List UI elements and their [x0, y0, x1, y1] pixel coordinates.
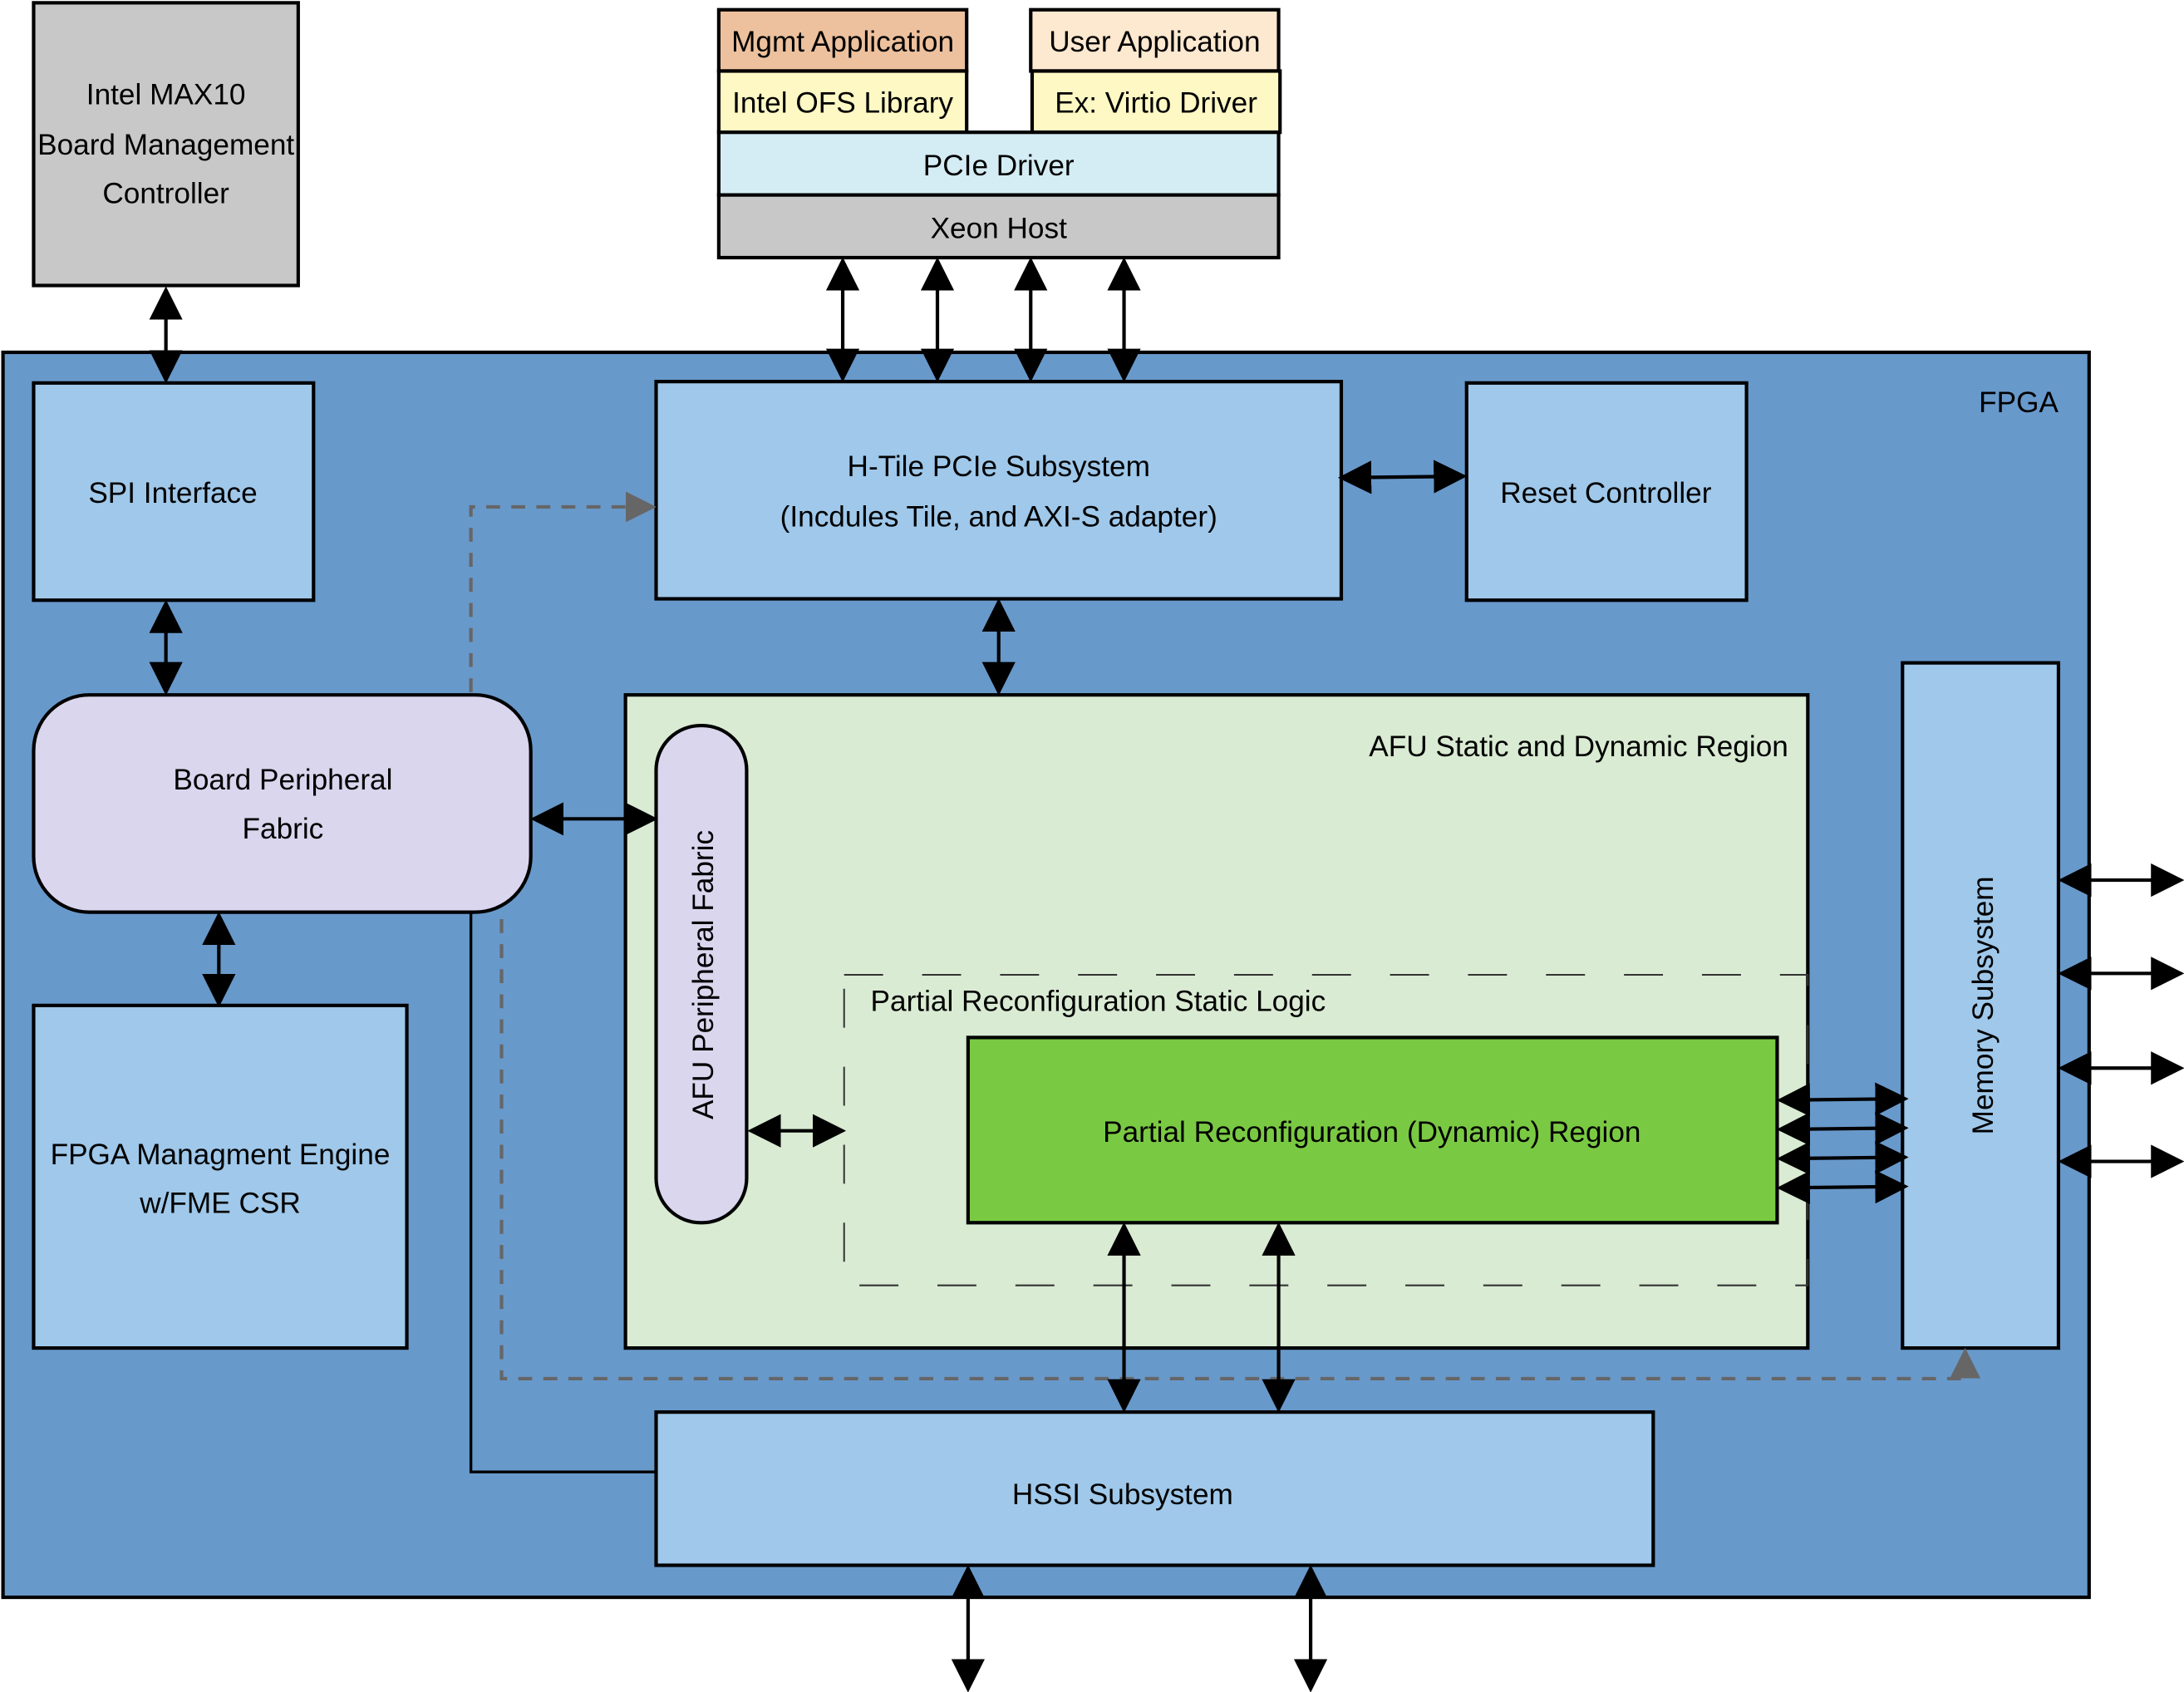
ofs-library: Intel OFS Library: [732, 87, 953, 120]
board-peripheral-fabric-block: [32, 693, 533, 914]
memory-subsystem-block: [1901, 661, 2061, 1350]
max10-line-3: Controller: [102, 178, 229, 210]
pr-dynamic-label: Partial Reconfiguration (Dynamic) Region: [1103, 1116, 1640, 1148]
fme-line-2: w/FME CSR: [139, 1188, 301, 1220]
max10-line-2: Board Management: [37, 129, 294, 161]
pcie-driver: PCIe Driver: [923, 150, 1075, 182]
fme-line-1: FPGA Managment Engine: [51, 1139, 391, 1171]
xeon-host: Xeon Host: [931, 213, 1068, 245]
pr-static-label: Partial Reconfiguration Static Logic: [871, 986, 1326, 1018]
htile-line-2: (Incdules Tile, and AXI-S adapter): [780, 500, 1217, 533]
pr-memory-arrow: [1776, 1111, 1909, 1146]
spi-interface-label: SPI Interface: [88, 477, 257, 509]
pr-memory-arrow: [1776, 1170, 1909, 1205]
pcie-reset-arrow: [1337, 460, 1468, 494]
afu-peripheral-fabric-block: [654, 723, 749, 1225]
afu-region-block: [623, 693, 1810, 1350]
reset-controller-label: Reset Controller: [1500, 477, 1712, 509]
bpf-line-1: Board Peripheral: [173, 764, 392, 796]
pr-memory-arrow: [1776, 1082, 1909, 1117]
virtio-driver: Ex: Virtio Driver: [1055, 87, 1257, 120]
bpf-line-2: Fabric: [243, 813, 324, 845]
bpf-memory-dashed: [499, 918, 1981, 1381]
hssi-subsystem-label: HSSI Subsystem: [1012, 1478, 1233, 1511]
bpf-hssi-line: [469, 912, 657, 1473]
fpga-label: FPGA: [1979, 386, 2059, 419]
afu-region-label: AFU Static and Dynamic Region: [1369, 730, 1788, 763]
fpga-block: FPGA SPI Interface H-Tile PCIe Subsystem…: [1, 350, 2091, 1600]
host-software-stack: Mgmt Application Intel OFS Library User …: [716, 7, 1282, 260]
reset-controller-block: [1464, 381, 1749, 603]
hssi-subsystem-block: [654, 1410, 1655, 1567]
afu-peripheral-fabric-label: AFU Peripheral Fabric: [687, 830, 720, 1119]
mgmt-application: Mgmt Application: [731, 26, 954, 58]
max10-bmc-block: Intel MAX10 Board Management Controller: [32, 1, 300, 288]
htile-pcie-block: [654, 380, 1344, 601]
bpf-pcie-dashed: [469, 491, 657, 692]
connections: [149, 257, 2184, 1692]
max10-line-1: Intel MAX10: [86, 79, 246, 111]
fme-block: [32, 1003, 409, 1350]
memory-subsystem-label: Memory Subsystem: [1967, 876, 2000, 1134]
user-application: User Application: [1049, 26, 1260, 58]
htile-line-1: H-Tile PCIe Subsystem: [848, 450, 1150, 483]
pr-memory-arrow: [1776, 1140, 1909, 1175]
